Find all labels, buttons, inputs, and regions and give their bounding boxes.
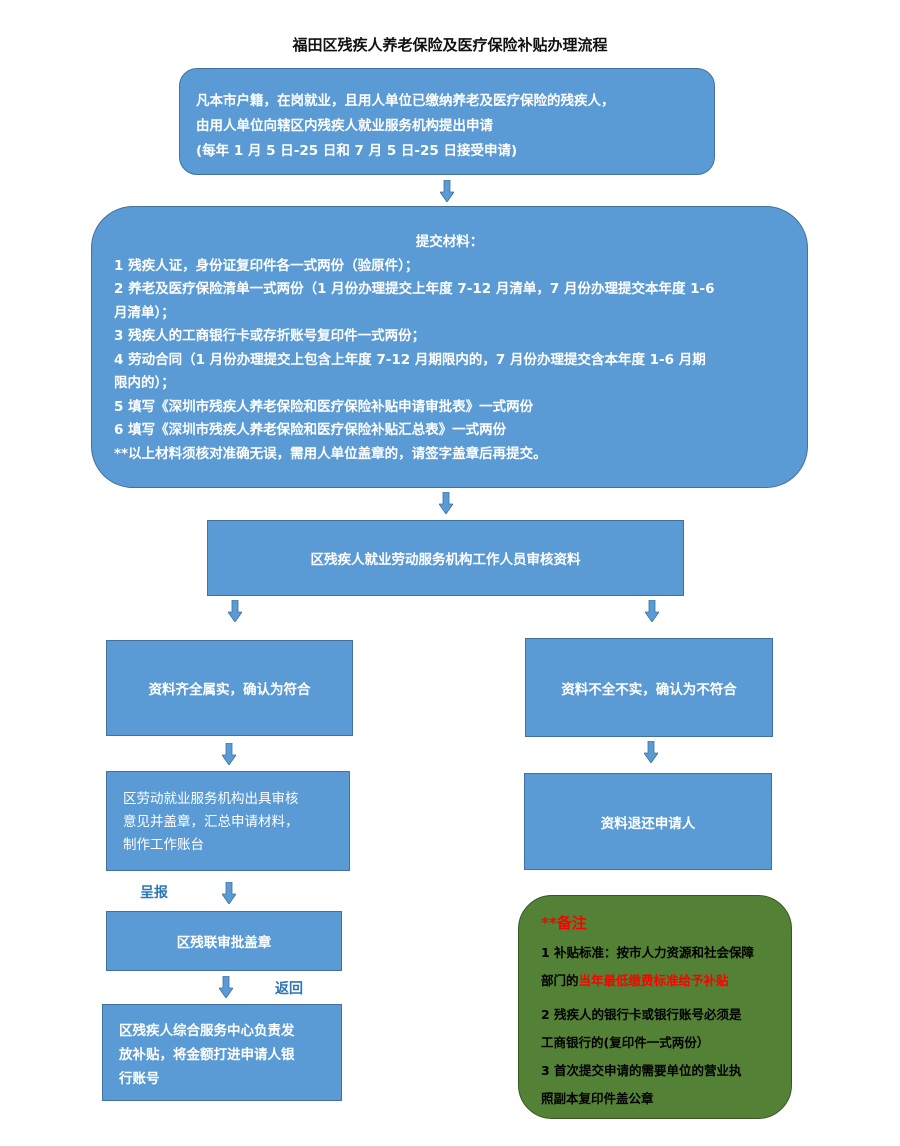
note-item-1-line-1: 1 补贴标准：按市人力资源和社会保障 bbox=[541, 945, 755, 960]
step-apply-box: 凡本市户籍，在岗就业，且用人单位已缴纳养老及医疗保险的残疾人， 由用人单位向辖区… bbox=[179, 68, 715, 175]
materials-line-5: 4 劳动合同（1 月份办理提交上包含上年度 7-12 月期限内的，7 月份办理提… bbox=[114, 351, 706, 368]
review-text: 区残疾人就业劳动服务机构工作人员审核资料 bbox=[310, 552, 581, 568]
review-box: 区残疾人就业劳动服务机构工作人员审核资料 bbox=[207, 520, 684, 596]
arrow-down-icon bbox=[645, 600, 659, 622]
district-approval-box: 区残联审批盖章 bbox=[106, 911, 342, 971]
materials-line-2: 2 养老及医疗保险清单一式两份（1 月份办理提交上年度 7-12 月清单，7 月… bbox=[114, 281, 715, 297]
arrow-down-icon bbox=[222, 882, 236, 904]
note-item-1-prefix: 部门的 bbox=[541, 973, 579, 988]
materials-heading: 提交材料： bbox=[415, 234, 484, 250]
materials-line-9: **以上材料须核对准确无误，需用人单位盖章的，请签字盖章后再提交。 bbox=[114, 445, 547, 462]
page-title: 福田区残疾人养老保险及医疗保险补贴办理流程 bbox=[292, 36, 608, 54]
materials-line-8: 6 填写《深圳市残疾人养老保险和医疗保险补贴汇总表》一式两份 bbox=[114, 422, 507, 438]
step-apply-line-3: (每年 1 月 5 日-25 日和 7 月 5 日-25 日接受申请) bbox=[196, 143, 518, 159]
note-box: **备注 1 补贴标准：按市人力资源和社会保障 部门的当年最低缴费标准给予补贴 … bbox=[518, 895, 792, 1119]
approved-box: 资料齐全属实，确认为符合 bbox=[106, 640, 353, 736]
return-label: 返回 bbox=[275, 981, 303, 997]
note-highlight: 当年最低缴费标准给予补贴 bbox=[578, 973, 729, 988]
materials-line-3: 月清单）； bbox=[114, 304, 175, 321]
materials-line-4: 3 残疾人的工商银行卡或存折账号复印件一式两份； bbox=[114, 328, 426, 344]
rejected-box: 资料不全不实，确认为不符合 bbox=[525, 638, 773, 737]
arrow-down-icon bbox=[222, 743, 236, 765]
final-step-line-2: 放补贴，将金额打进申请人银 bbox=[119, 1047, 295, 1063]
note-item-3-line-1: 3 首次提交申请的需要单位的营业执 bbox=[541, 1063, 742, 1078]
approved-text: 资料齐全属实，确认为符合 bbox=[148, 682, 311, 698]
arrow-down-icon bbox=[219, 976, 233, 998]
return-to-applicant-text: 资料退还申请人 bbox=[600, 815, 696, 832]
step-apply-line-1: 凡本市户籍，在岗就业，且用人单位已缴纳养老及医疗保险的残疾人， bbox=[196, 93, 615, 109]
issue-opinion-line-1: 区劳动就业服务机构出具审核 bbox=[123, 791, 299, 807]
final-step-box: 区残疾人综合服务中心负责发 放补贴，将金额打进申请人银 行账号 bbox=[102, 1004, 342, 1101]
note-item-2-line-2: 工商银行的(复印件一式两份） bbox=[541, 1035, 710, 1050]
arrow-down-icon bbox=[439, 492, 453, 514]
rejected-text: 资料不全不实，确认为不符合 bbox=[561, 681, 737, 698]
return-to-applicant-box: 资料退还申请人 bbox=[524, 773, 772, 870]
final-step-line-1: 区残疾人综合服务中心负责发 bbox=[119, 1023, 295, 1039]
materials-line-1: 1 残疾人证，身份证复印件各一式两份（验原件）； bbox=[114, 257, 419, 274]
materials-line-7: 5 填写《深圳市残疾人养老保险和医疗保险补贴申请审批表》一式两份 bbox=[114, 398, 534, 415]
submit-label: 呈报 bbox=[140, 885, 168, 901]
note-item-1-line-2: 部门的当年最低缴费标准给予补贴 bbox=[541, 967, 773, 995]
note-item-3-line-2: 照副本复印件盖公章 bbox=[541, 1091, 654, 1106]
arrow-down-icon bbox=[644, 741, 658, 763]
arrow-down-icon bbox=[228, 600, 242, 622]
note-title: **备注 bbox=[541, 914, 587, 932]
issue-opinion-box: 区劳动就业服务机构出具审核 意见并盖章，汇总申请材料， 制作工作账台 bbox=[106, 771, 350, 871]
issue-opinion-line-3: 制作工作账台 bbox=[123, 837, 204, 853]
materials-box: 提交材料： 1 残疾人证，身份证复印件各一式两份（验原件）； 2 养老及医疗保险… bbox=[91, 206, 808, 488]
note-item-2-line-1: 2 残疾人的银行卡或银行账号必须是 bbox=[541, 1007, 742, 1022]
final-step-line-3: 行账号 bbox=[119, 1071, 160, 1087]
materials-line-6: 限内的）； bbox=[114, 375, 175, 391]
step-apply-line-2: 由用人单位向辖区内残疾人就业服务机构提出申请 bbox=[196, 118, 493, 134]
arrow-down-icon bbox=[440, 180, 454, 202]
issue-opinion-line-2: 意见并盖章，汇总申请材料， bbox=[123, 814, 299, 830]
district-approval-text: 区残联审批盖章 bbox=[176, 935, 272, 951]
